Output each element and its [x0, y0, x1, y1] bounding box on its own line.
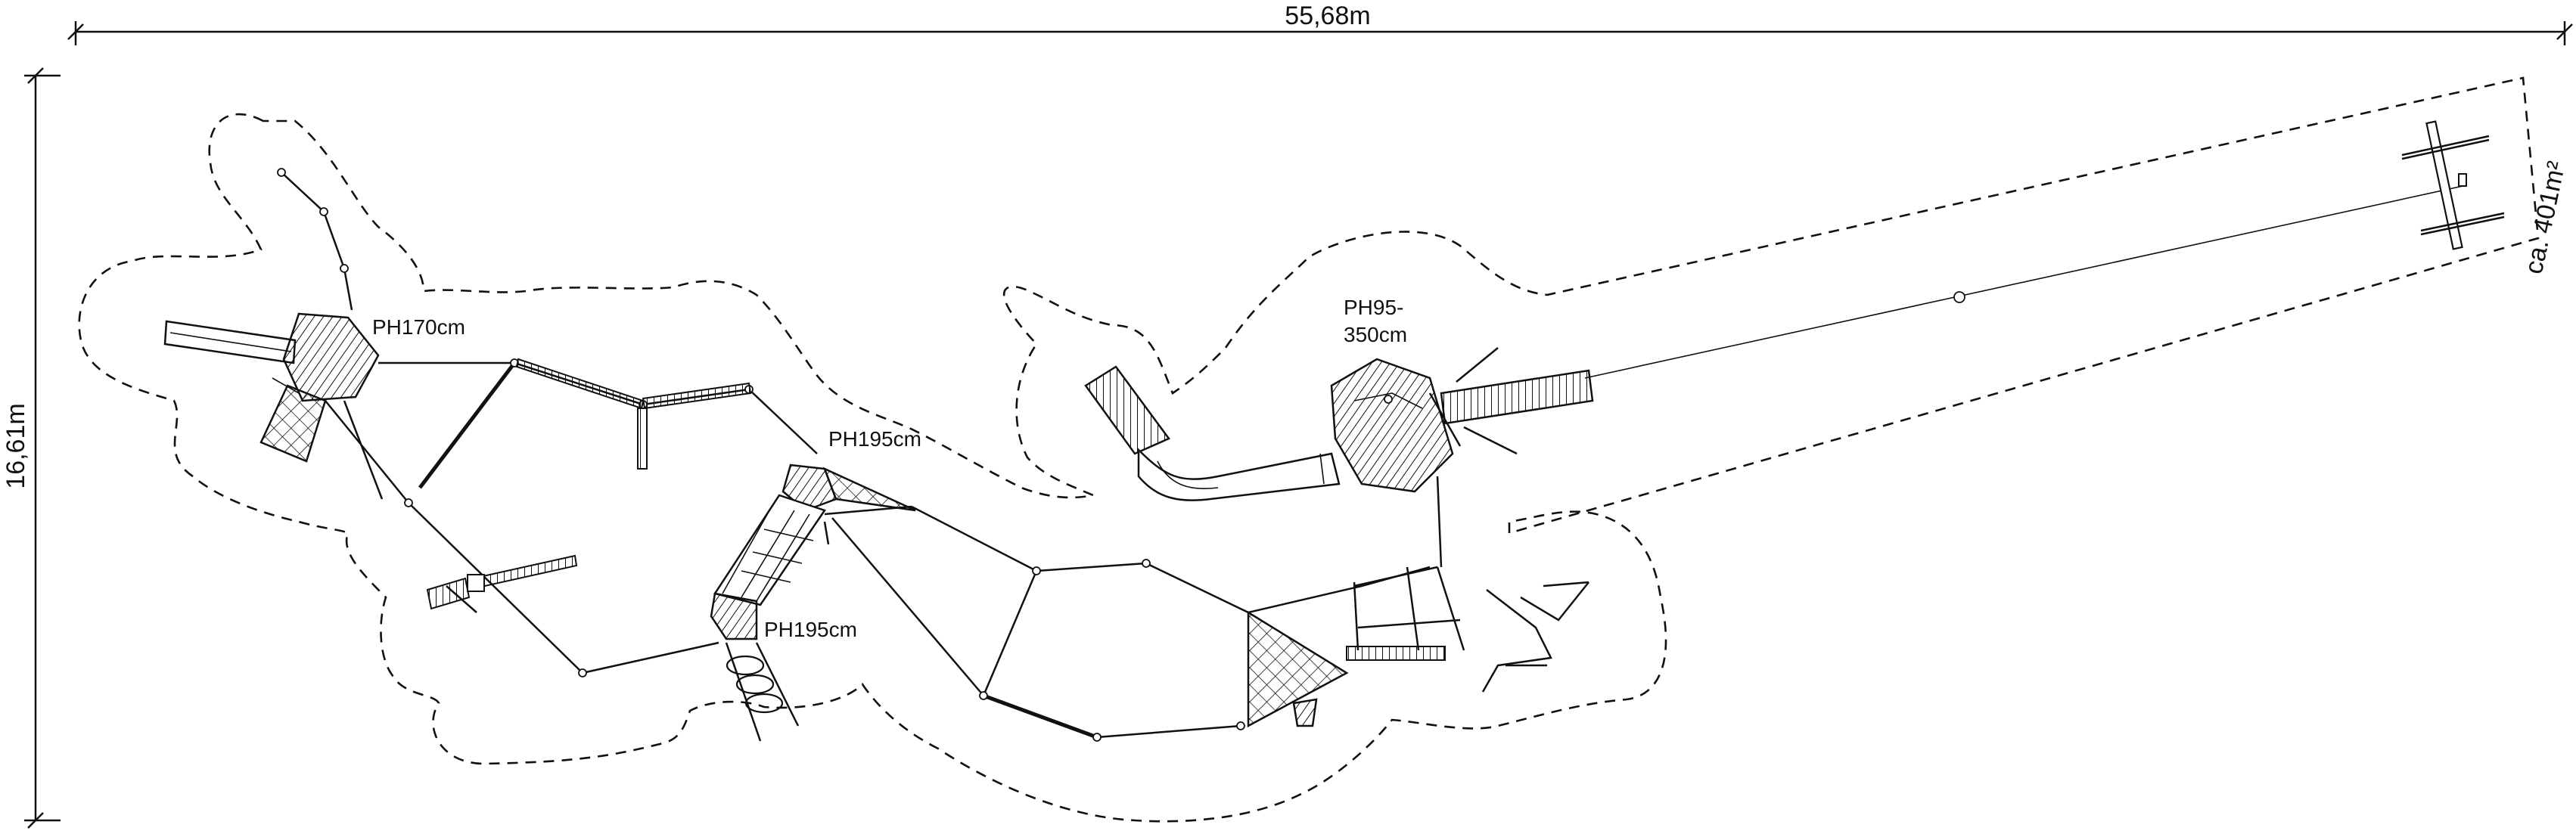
- label-ph195-lower: PH195cm: [764, 618, 857, 641]
- height-dimension-label: 16,61m: [2, 403, 30, 488]
- tower-ph195: PH195cm PH195cm: [710, 427, 921, 742]
- safety-zone-boundary: [78, 76, 2540, 823]
- label-ph170: PH170cm: [372, 315, 465, 339]
- climbing-net-left: [259, 384, 327, 463]
- tower-ph95-350: PH95- 350cm: [1084, 296, 1594, 501]
- net-frame-right: [1247, 566, 1589, 728]
- rope-joints: [404, 291, 1965, 742]
- stepping-bar-left: [426, 554, 578, 613]
- area-label: ca. 401m²: [2519, 159, 2571, 277]
- height-dimension: 16,61m: [2, 67, 61, 829]
- stair-ramp: [1440, 369, 1594, 425]
- label-ph195-upper: PH195cm: [828, 427, 921, 451]
- balance-beam-upper: [515, 358, 752, 470]
- zipline-end-frame: [2401, 120, 2505, 250]
- label-ph95-line1: PH95-: [1344, 296, 1403, 319]
- width-dimension-label: 55,68m: [1285, 2, 1370, 30]
- tyre-ladder: [725, 642, 800, 742]
- tower-ph170: PH170cm: [163, 168, 465, 500]
- slide: [1084, 365, 1341, 501]
- width-dimension: 55,68m: [67, 2, 2573, 45]
- label-ph95-line2: 350cm: [1344, 323, 1407, 346]
